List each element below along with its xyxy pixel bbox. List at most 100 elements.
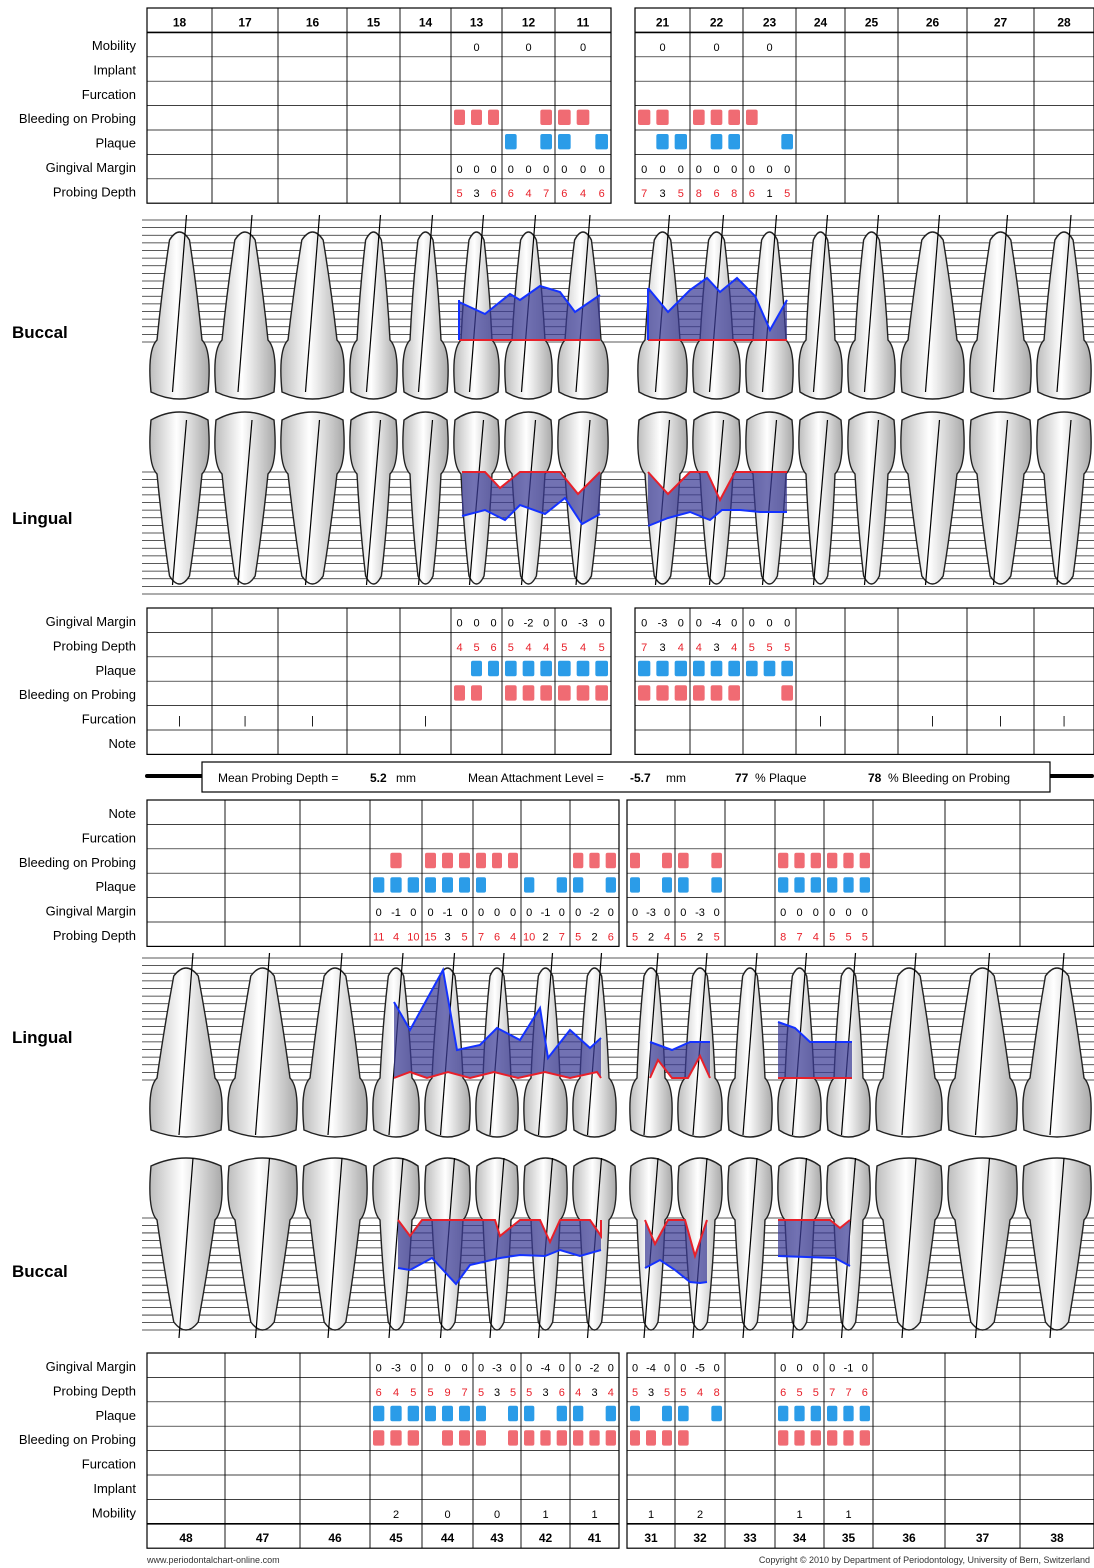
probing-depth-value: 6 <box>494 931 500 943</box>
plaque-marker <box>373 1405 385 1422</box>
tooth-shape <box>227 967 298 1138</box>
row-label: Probing Depth <box>53 1383 136 1398</box>
gingival-margin-value: 0 <box>456 617 462 629</box>
tooth-number: 23 <box>763 15 777 29</box>
plaque-percent-label: % Plaque <box>755 771 807 785</box>
plaque-marker <box>638 660 651 677</box>
gingival-margin-value: 0 <box>659 164 665 176</box>
plaque-marker <box>442 877 453 893</box>
probing-depth-value: 5 <box>461 931 467 943</box>
gingival-margin-value: -3 <box>646 907 656 919</box>
bleeding-marker <box>540 685 552 701</box>
tooth-number: 33 <box>743 1531 757 1545</box>
mobility-value: 0 <box>659 42 665 54</box>
tooth-axis-line <box>304 419 321 586</box>
bleeding-marker <box>508 1430 518 1446</box>
bleeding-marker <box>662 1430 672 1446</box>
plaque-marker <box>728 134 740 150</box>
plaque-marker <box>711 877 722 893</box>
plaque-marker <box>662 1405 672 1422</box>
probing-depth-value: 5 <box>632 931 638 943</box>
gingival-margin-value: 0 <box>376 1362 382 1374</box>
gingival-margin-value: 0 <box>490 617 496 629</box>
bleeding-marker <box>576 685 590 701</box>
gingival-margin-value: 0 <box>608 1362 614 1374</box>
gingival-margin-value: 0 <box>575 1362 581 1374</box>
tooth-axis-line <box>1056 214 1072 393</box>
probing-depth-value: 4 <box>393 1387 399 1399</box>
probing-depth-value: 5 <box>845 931 851 943</box>
probing-depth-value: 6 <box>561 188 567 200</box>
bleeding-marker <box>390 852 402 869</box>
probing-depth-value: 7 <box>478 931 484 943</box>
tooth-axis-line <box>863 214 880 393</box>
tooth-axis-line <box>974 952 991 1136</box>
gingival-margin-value: 0 <box>780 907 786 919</box>
probing-depth-value: 3 <box>444 931 450 943</box>
tooth-number: 48 <box>179 1531 193 1545</box>
tooth-axis-line <box>761 214 778 393</box>
probing-depth-line <box>458 284 601 316</box>
tooth-axis-line <box>171 419 188 586</box>
probing-depth-value: 5 <box>678 188 684 200</box>
tooth-axis-line <box>237 214 253 393</box>
probing-depth-value: 6 <box>862 1387 868 1399</box>
tooth-number: 21 <box>656 15 670 29</box>
tooth-shape <box>1022 967 1092 1138</box>
tooth-number: 41 <box>588 1531 602 1545</box>
tooth-axis-line <box>924 419 941 586</box>
plaque-marker <box>662 877 672 893</box>
gingival-margin-value: 0 <box>461 1362 467 1374</box>
bleeding-marker <box>794 852 805 869</box>
mobility-value: 0 <box>713 42 719 54</box>
furcation-mark: | <box>244 715 247 727</box>
plaque-marker <box>859 1405 870 1422</box>
plaque-marker <box>524 877 535 893</box>
probing-depth-value: 4 <box>678 642 684 654</box>
gingival-margin-value: -1 <box>541 907 551 919</box>
mean-attachment-level-unit: mm <box>666 771 686 785</box>
bleeding-marker <box>810 852 821 869</box>
gingival-margin-value: 0 <box>813 1362 819 1374</box>
furcation-mark: | <box>931 715 934 727</box>
bleeding-marker <box>827 1430 838 1446</box>
gingival-margin-value: 0 <box>599 164 605 176</box>
plaque-marker <box>425 1405 436 1422</box>
plaque-marker <box>407 877 419 893</box>
probing-depth-value: 6 <box>376 1387 382 1399</box>
plaque-marker <box>693 660 705 677</box>
gingival-margin-value: 0 <box>731 617 737 629</box>
tooth-axis-line <box>812 214 829 393</box>
gingival-margin-line <box>397 1219 602 1245</box>
row-label: Bleeding on Probing <box>19 855 136 870</box>
plaque-marker <box>488 660 499 677</box>
tooth-number: 37 <box>976 1531 990 1545</box>
lower-buccal-diagram <box>142 1157 1094 1339</box>
probing-depth-value: 9 <box>444 1387 450 1399</box>
tooth-axis-line <box>254 952 271 1136</box>
tooth-axis-line <box>924 214 941 393</box>
tooth-shape <box>349 231 398 400</box>
probing-depth-value: 5 <box>680 1387 686 1399</box>
tooth-number: 34 <box>793 1531 807 1545</box>
plaque-marker <box>781 660 793 677</box>
gingival-margin-value: -3 <box>695 907 705 919</box>
footer-copyright: Copyright © 2010 by Department of Period… <box>759 1555 1090 1565</box>
tooth-shape <box>149 231 210 400</box>
furcation-mark: | <box>1063 715 1066 727</box>
plaque-marker <box>505 660 517 677</box>
probing-depth-value: 3 <box>591 1387 597 1399</box>
pocket-band <box>398 1220 601 1284</box>
probing-depth-value: 4 <box>697 1387 703 1399</box>
gingival-margin-value: -2 <box>590 1362 600 1374</box>
probing-depth-value: 5 <box>664 1387 670 1399</box>
tooth-shape <box>847 231 896 400</box>
gingival-margin-value: 0 <box>461 907 467 919</box>
probing-depth-value: 4 <box>543 642 549 654</box>
summary-box <box>201 761 1051 793</box>
tooth-number: 17 <box>238 15 252 29</box>
plaque-marker <box>711 1405 722 1422</box>
upper-buccal-diagram <box>142 214 1094 400</box>
tooth-axis-line <box>388 1157 404 1339</box>
bleeding-marker <box>556 1430 567 1446</box>
